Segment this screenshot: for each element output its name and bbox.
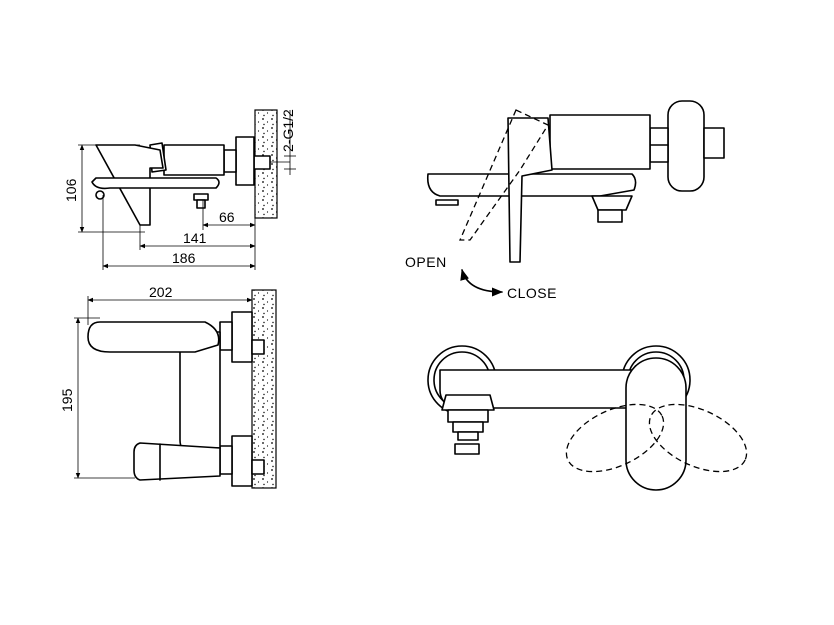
side-view	[91, 109, 290, 226]
top-dimensions: 202 195	[59, 284, 253, 479]
dim-186-label: 186	[172, 250, 196, 266]
close-label: CLOSE	[507, 285, 557, 301]
dim-106-label: 106	[63, 178, 79, 202]
dim-141-label: 141	[183, 230, 207, 246]
dim-66-label: 66	[219, 209, 235, 225]
dim-202-label: 202	[149, 284, 173, 300]
lever-positions-view: OPEN CLOSE	[405, 100, 725, 301]
side-dimensions: 106 66 141 186 2-G1/2	[63, 109, 296, 270]
top-view	[87, 289, 277, 489]
dim-195-label: 195	[59, 388, 75, 412]
front-view	[427, 345, 748, 491]
thread-label: 2-G1/2	[280, 109, 296, 152]
open-label: OPEN	[405, 254, 447, 270]
